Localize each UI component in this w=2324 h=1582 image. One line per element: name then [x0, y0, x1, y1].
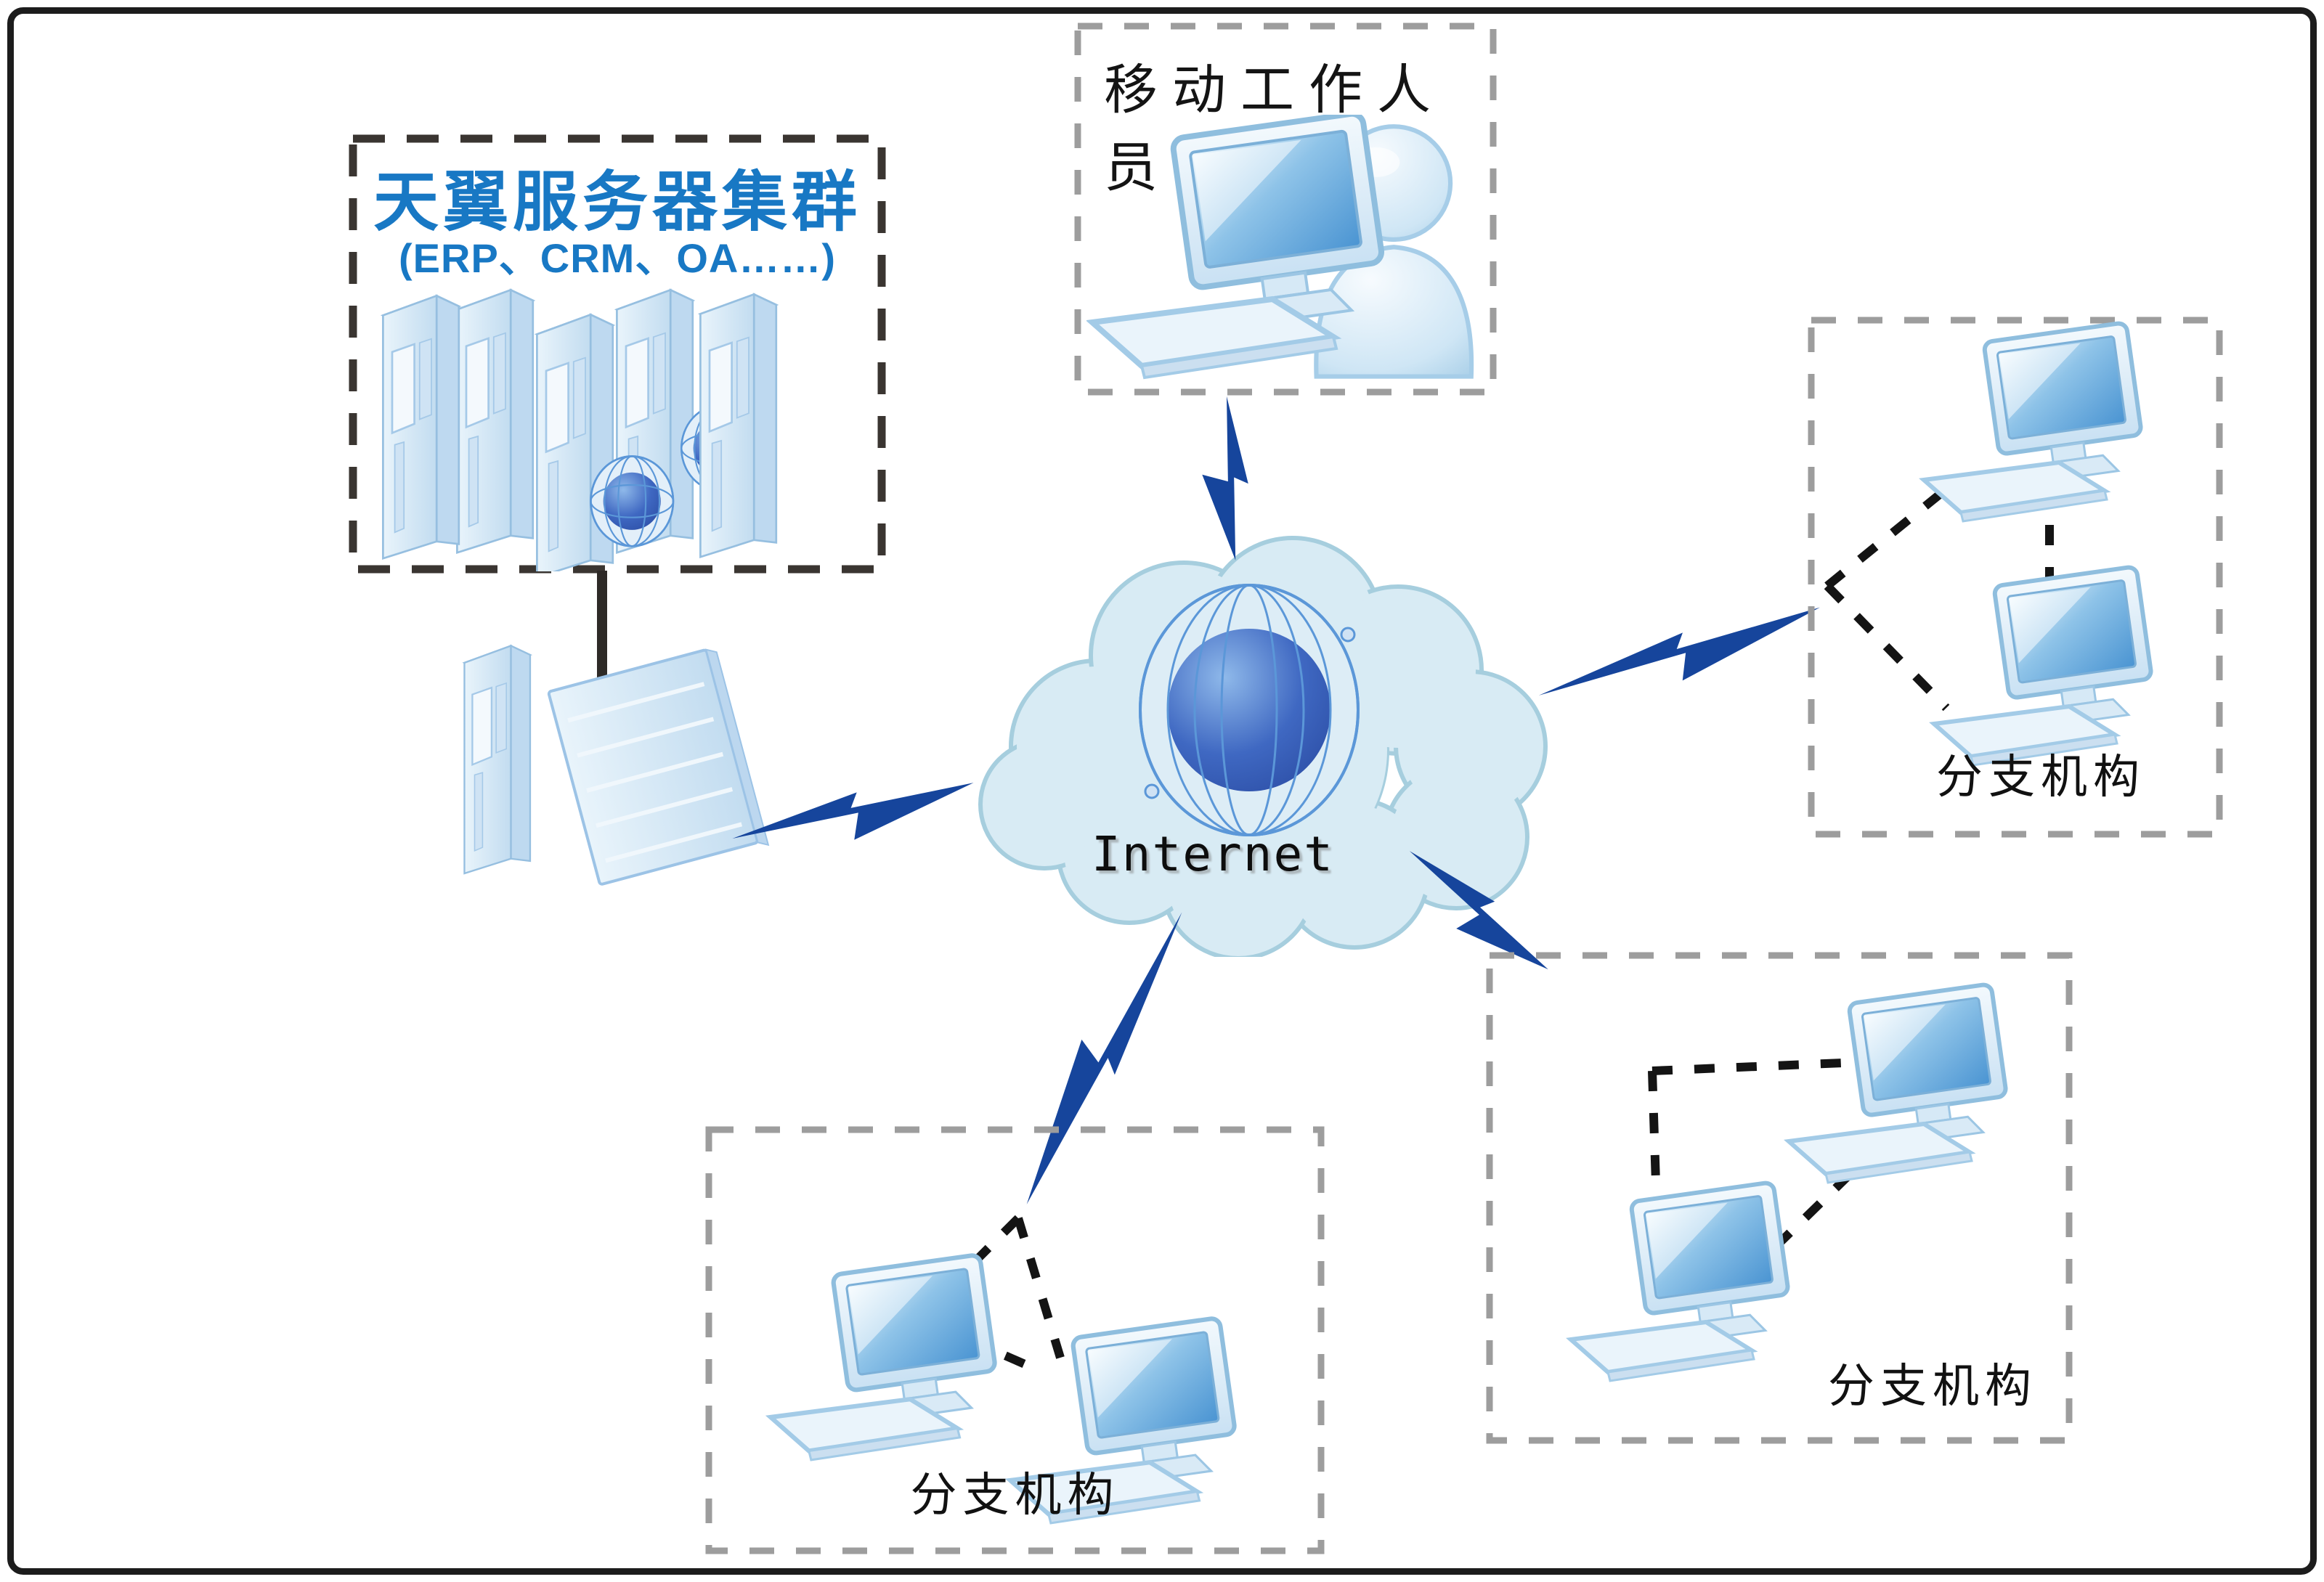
branch-office-label: 分支机构 [1936, 751, 2145, 803]
desktop-computer-icon [771, 1255, 1001, 1460]
lightning-bolt-icon [1198, 395, 1253, 561]
tower-server-icon [456, 289, 535, 554]
tower-server-icon [699, 293, 778, 558]
branch-dashed-border [705, 1126, 1325, 1554]
globe-icon [590, 455, 675, 547]
mobile-workers-label: 移动工作人员 [1104, 60, 1445, 197]
gateway-panel-icon [547, 648, 770, 886]
branch-office-box-bottom-center: 分支机构 [704, 1125, 1325, 1555]
branch-office-box-right: 分支机构 [1807, 316, 2224, 839]
cluster-title: 天翼服务器集群 [373, 166, 861, 239]
desktop-computer-icon [1924, 322, 2146, 521]
desktop-computer-icon [1789, 984, 2011, 1183]
mobile-dashed-border [1074, 23, 1497, 396]
tower-server-icon [536, 314, 614, 571]
branch-dashed-border [1808, 317, 2223, 838]
branch-office-box-bottom-right: 分支机构 [1485, 951, 2073, 1445]
mobile-workers-box: 移动工作人员 [1073, 22, 1498, 396]
globe-icon [1139, 584, 1360, 836]
mobile-worker-icon [1086, 115, 1484, 385]
cluster-gateway-cable [597, 571, 607, 696]
internet-label: Internet [1092, 826, 1334, 882]
internet-cloud-icon [978, 536, 1548, 957]
tower-server-icon [463, 645, 532, 875]
branch-office-label: 分支机构 [1828, 1360, 2037, 1412]
cluster-subtitle: (ERP、CRM、OA……) [399, 235, 836, 281]
server-cluster-icon [382, 289, 778, 571]
server-cluster-box: 天翼服务器集群 (ERP、CRM、OA……) [349, 134, 886, 574]
branch-office-label: 分支机构 [910, 1469, 1120, 1521]
tower-server-icon [382, 295, 460, 560]
diagram-outer-frame [7, 7, 2317, 1575]
branch-dashed-border [1486, 952, 2073, 1444]
desktop-computer-icon [1571, 1182, 1793, 1381]
gateway-server-icon [463, 645, 770, 886]
lan-dashed-links [1648, 1057, 1893, 1280]
desktop-computer-icon [1934, 566, 2156, 765]
